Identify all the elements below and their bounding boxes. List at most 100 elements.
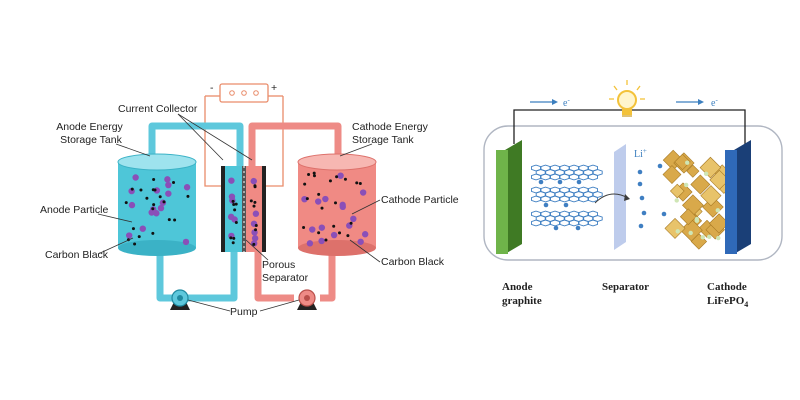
carbon-black-particle: [131, 227, 135, 231]
graphene-cell: [540, 219, 551, 227]
carbon-black-particle: [162, 200, 166, 204]
carbon-black-particle: [167, 218, 171, 222]
active-particle: [318, 224, 326, 231]
anode-particle-label: Anode Particle: [40, 204, 108, 216]
carbon-black-particle: [305, 197, 309, 201]
lifepo4-crystal: [686, 164, 700, 178]
carbon-black-particle: [317, 192, 321, 196]
cathode-tank-label-line2: Storage Tank: [352, 134, 414, 146]
active-particle: [318, 237, 325, 245]
lithium-ion: [639, 195, 645, 201]
active-particle: [165, 190, 172, 197]
carbon-black-particle: [303, 182, 307, 186]
active-particle: [139, 225, 146, 232]
porous-separator-label: Porous Separator: [262, 259, 309, 284]
active-particle: [301, 195, 308, 203]
carbon-black-particle: [355, 181, 359, 185]
anode-particles: [124, 174, 191, 246]
cathode-pipes: [248, 122, 342, 302]
graphene-cell: [550, 195, 560, 203]
carbon-black-particle: [233, 208, 237, 212]
graphene-cell: [588, 195, 598, 203]
lifepo4-crystal: [674, 153, 691, 171]
lithium-ion: [637, 169, 643, 175]
graphene-cell: [559, 219, 570, 227]
electron-right-charge: -: [715, 96, 718, 104]
carbon-black-particle: [152, 177, 156, 181]
carbon-black-particle: [234, 220, 238, 224]
ion-transfer-arrow-head: [624, 194, 630, 201]
cathode-lithium-site: [688, 230, 693, 236]
active-particle: [359, 189, 367, 196]
active-particle: [182, 238, 190, 246]
carbon-black-particle: [332, 224, 336, 228]
anode-tank-label-line1: Anode Energy: [56, 121, 123, 133]
lithium-ion: [563, 202, 569, 208]
cathode-plate: [725, 140, 751, 254]
carbon-black-particle: [252, 242, 256, 246]
carbon-black-particle: [152, 203, 156, 207]
carbon-black-particle: [349, 221, 353, 225]
pump-right: [297, 289, 317, 310]
carbon-black-particle: [151, 207, 155, 211]
carbon-black-particle: [358, 181, 362, 185]
graphene-cell: [531, 173, 541, 181]
electron-left-symbol: e: [563, 98, 568, 109]
electron-right-symbol: e: [711, 98, 716, 109]
lithium-ion: [641, 210, 647, 216]
porous-separator-label-line1: Porous: [262, 259, 295, 271]
carbon-black-particle: [234, 202, 238, 206]
cathode-lithium-site: [716, 235, 721, 241]
cathode-lithium-site: [675, 229, 680, 234]
active-particle: [361, 231, 369, 238]
lithium-ion: [538, 179, 544, 185]
cell-stack: [221, 166, 266, 252]
lithium-ion: [576, 179, 582, 185]
carbon-black-particle: [334, 201, 338, 205]
graphene-cell: [550, 173, 560, 181]
anode-label: Anode graphite: [502, 281, 542, 307]
anode-label-line2: graphite: [502, 295, 542, 307]
active-particle: [128, 201, 136, 209]
separator: [614, 144, 626, 250]
lithium-ion: [575, 225, 581, 231]
carbon-black-particle: [317, 231, 321, 235]
cathode-label-line1: Cathode: [707, 281, 747, 293]
carbon-black-particle: [232, 203, 236, 207]
carbon-black-particle: [124, 201, 128, 205]
cathode-label-line2: LiFePO: [707, 295, 745, 307]
carbon-black-particle: [249, 199, 253, 203]
active-particle: [183, 184, 191, 191]
carbon-black-particle: [307, 173, 311, 177]
cathode-lithium-site: [683, 182, 689, 188]
graphene-cell: [540, 173, 551, 181]
lithium-ion: [557, 179, 563, 185]
active-particle: [322, 195, 329, 203]
carbon-black-particle: [302, 225, 306, 229]
anode-pipes: [148, 122, 244, 302]
graphene-cell: [578, 195, 589, 203]
carbon-black-particle: [253, 200, 257, 204]
graphene-cell: [569, 219, 579, 227]
carbon-black-left-label: Carbon Black: [45, 249, 109, 261]
cathode-lithium-site: [715, 208, 720, 213]
lifepo4-crystal: [700, 185, 722, 207]
pump-left: [170, 289, 190, 310]
carbon-black-particle: [145, 196, 149, 200]
carbon-black-particle: [252, 204, 256, 208]
cathode-lithium-site: [694, 216, 700, 222]
graphene-cell: [569, 195, 579, 203]
active-particle: [164, 176, 171, 183]
lithium-ion: [638, 223, 644, 229]
active-particle: [337, 172, 344, 179]
cathode-particles: [301, 171, 369, 247]
anode-plate: [496, 140, 522, 254]
carbon-black-particle: [130, 187, 134, 191]
carbon-black-particle: [151, 231, 155, 235]
lithium-ion: [657, 163, 663, 169]
porous-separator-label-line2: Separator: [262, 272, 309, 284]
carbon-black-particle: [232, 236, 236, 240]
separator-label: Separator: [602, 281, 649, 293]
lithium-ion: [553, 225, 559, 231]
